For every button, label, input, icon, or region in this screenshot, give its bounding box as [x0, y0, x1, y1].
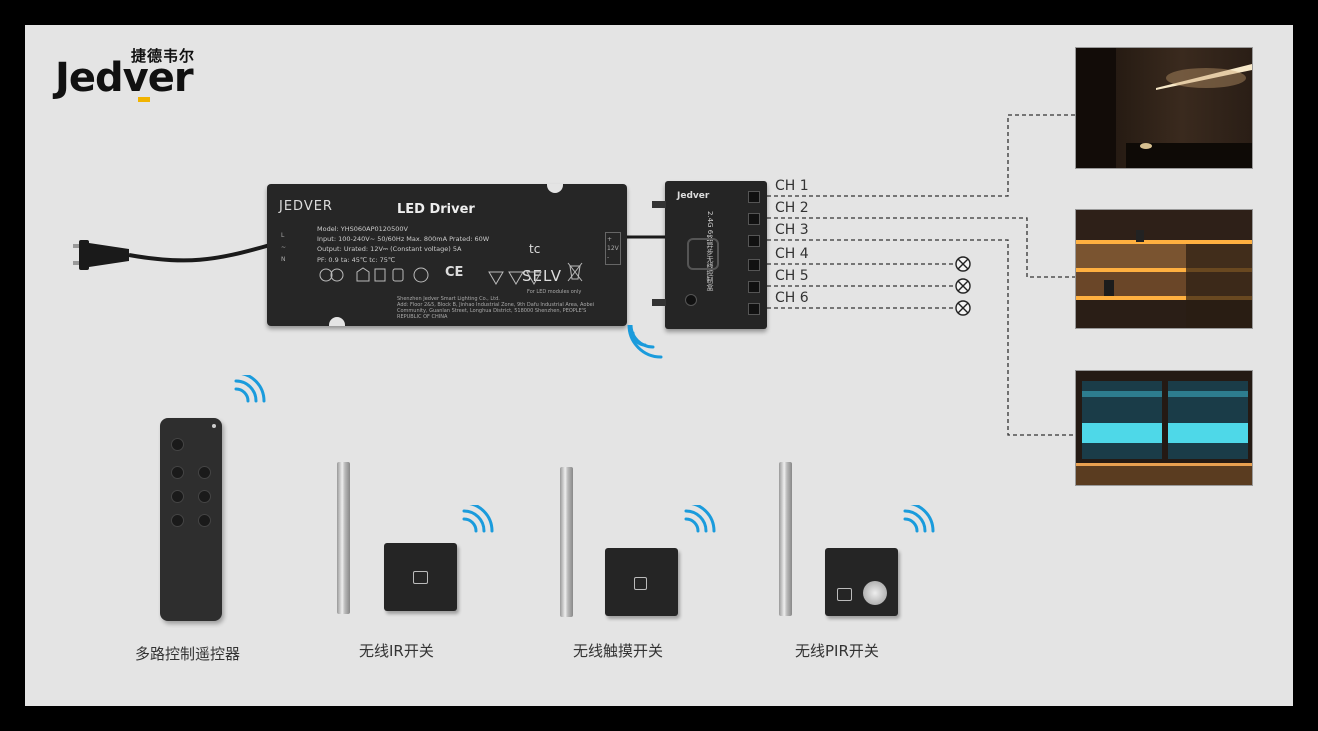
wireless-signal-icon — [684, 505, 716, 533]
ch3-port — [748, 235, 760, 247]
led-driver: JEDVER LED Driver Model: YHS060AP0120500… — [267, 184, 627, 326]
channel-label: CH 5 — [775, 268, 809, 284]
controller-brand: Jedver — [677, 191, 710, 201]
remote-led — [212, 424, 216, 428]
channel-label: CH 1 — [775, 178, 809, 194]
reset-button[interactable] — [685, 294, 697, 306]
multi-channel-remote — [160, 418, 222, 621]
wireless-signal-icon — [234, 375, 266, 403]
ir-sensor-rod — [337, 462, 350, 614]
certification-icons — [319, 267, 429, 283]
pir-lens — [863, 581, 887, 605]
tc-mark: tc — [529, 242, 541, 256]
wireless-signal-icon — [627, 325, 663, 359]
logo-chinese: 捷德韦尔 — [131, 47, 196, 65]
power-cable — [128, 243, 271, 263]
modules-note: For LED modules only — [527, 289, 582, 295]
ch1-line — [767, 114, 1075, 197]
pir-icon — [837, 588, 852, 601]
ch6-port — [748, 303, 760, 315]
ch5-port — [748, 281, 760, 293]
remote-button[interactable] — [198, 514, 211, 527]
driver-input: Input: 100-240V~ 50/60Hz Max. 800mA Prat… — [317, 235, 490, 243]
channel-label: CH 2 — [775, 200, 809, 216]
touch-sensor-rod — [560, 467, 573, 617]
controller-label: 2.4G 6路异步无线控制盒 — [706, 211, 714, 291]
device-label: 多路控制遥控器 — [135, 645, 241, 663]
company-name: Shenzhen Jedver Smart Lighting Co., Ltd. — [397, 296, 500, 302]
channel-label: CH 4 — [775, 246, 809, 262]
remote-button[interactable] — [171, 490, 184, 503]
ce-mark: CE — [445, 265, 464, 280]
device-label: 无线PIR开关 — [795, 642, 879, 660]
ir-icon — [413, 571, 428, 584]
weee-icon — [567, 262, 583, 282]
driver-output: Output: Urated: 12V⎓ (Constant voltage) … — [317, 245, 462, 253]
lamp-icon — [955, 278, 971, 294]
driver-pf: PF: 0.9 ta: 45℃ tc: 75℃ — [317, 256, 396, 264]
driver-brand: JEDVER — [279, 199, 333, 214]
remote-button[interactable] — [171, 514, 184, 527]
blue-cabinet-light-photo — [1075, 370, 1253, 486]
channel-label: CH 6 — [775, 290, 809, 306]
channel-label: CH 3 — [775, 222, 809, 238]
wireless-controller-box: Jedver 2.4G 6路异步无线控制盒 — [665, 181, 767, 329]
ch2-port — [748, 213, 760, 225]
device-label: 无线IR开关 — [359, 642, 434, 660]
plug-icon — [73, 240, 129, 270]
lamp-icon — [955, 256, 971, 272]
driver-title: LED Driver — [397, 202, 475, 217]
logo: Jedver — [55, 55, 194, 101]
lamp-icon — [955, 300, 971, 316]
diagram-canvas: 捷德韦尔 Jedver JEDVER LED Driver Model: YHS… — [25, 25, 1293, 706]
dark-cabinet-light-photo — [1075, 47, 1253, 169]
remote-power-button[interactable] — [171, 438, 184, 451]
pir-switch-box — [825, 548, 898, 616]
remote-button[interactable] — [171, 466, 184, 479]
logo-accent-mark — [138, 97, 150, 102]
touch-switch-box — [605, 548, 678, 616]
device-label: 无线触摸开关 — [573, 642, 664, 660]
wireless-signal-icon — [903, 505, 935, 533]
ir-switch-box — [384, 543, 457, 611]
company-address: Add: Floor 2&5, Block B, Jinhao Industri… — [397, 302, 595, 320]
controller-stub — [652, 299, 666, 306]
touch-icon — [634, 577, 647, 590]
remote-button[interactable] — [198, 490, 211, 503]
ch1-port — [748, 191, 760, 203]
shelf-light-photo — [1075, 209, 1253, 329]
ch2-line — [767, 217, 1075, 278]
connection-lines — [73, 114, 1075, 436]
output-terminal-marks: + 12V - — [605, 232, 621, 265]
controller-stub — [652, 201, 666, 208]
wireless-signal-icon — [462, 505, 494, 533]
ch4-port — [748, 259, 760, 271]
remote-button[interactable] — [198, 466, 211, 479]
ch3-line — [767, 239, 1075, 436]
pir-sensor-rod — [779, 462, 792, 616]
pair-button[interactable] — [687, 238, 719, 270]
input-terminal-marks: L ~ N — [281, 232, 287, 263]
mm-marks-icon — [488, 271, 542, 285]
driver-model: Model: YHS060AP0120500V — [317, 225, 408, 233]
